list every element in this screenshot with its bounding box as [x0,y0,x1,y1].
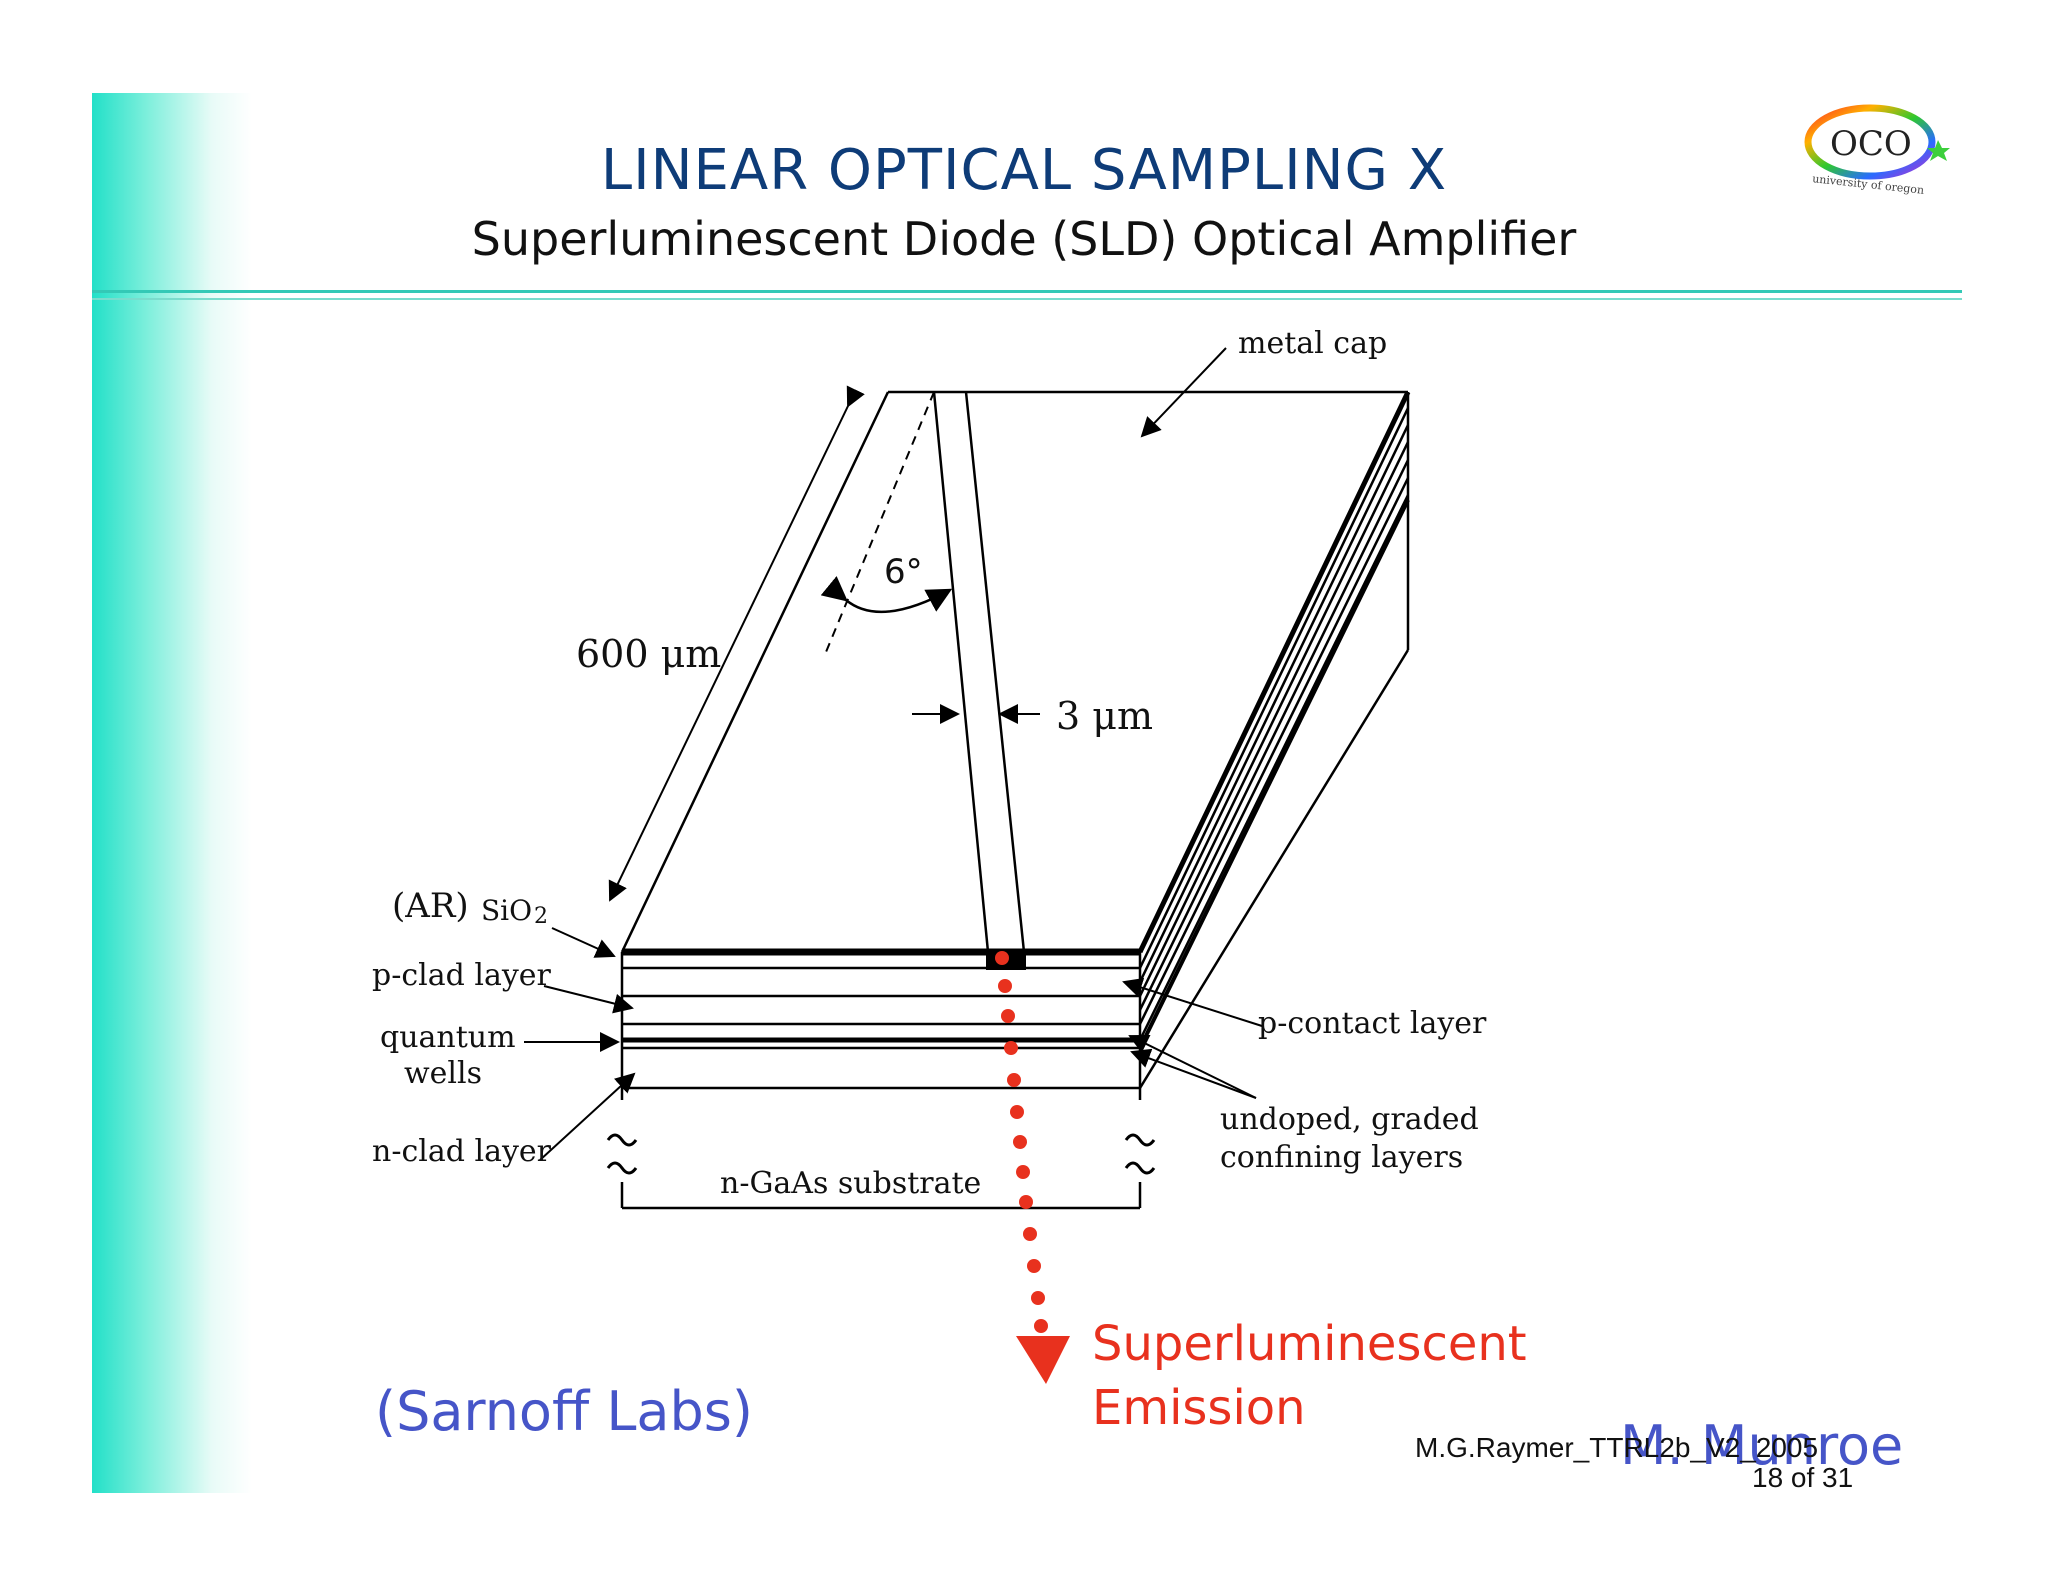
label-n-clad: n-clad layer [372,1134,552,1169]
label-length: 600 μm [576,632,722,676]
label-width: 3 μm [1056,694,1153,738]
label-p-clad: p-clad layer [372,958,551,993]
emission-arrow-icon [1016,1336,1070,1384]
slide-subtitle: Superluminescent Diode (SLD) Optical Amp… [471,212,1577,266]
label-angle: 6° [884,552,923,592]
credit-label: (Sarnoff Labs) [375,1380,753,1443]
emission-line-1: Superluminescent [1092,1316,1527,1372]
logo-text: OCO [1830,124,1912,164]
label-undoped: undoped, graded [1220,1102,1479,1137]
label-p-contact: p-contact layer [1258,1006,1487,1041]
label-metal-cap: metal cap [1238,326,1388,361]
oco-logo-icon [1804,104,1950,180]
label-sio2-sub: 2 [534,904,548,929]
label-confining: confining layers [1220,1140,1464,1175]
emission-label: Superluminescent Emission [1092,1312,1527,1440]
sidebar-gradient [92,93,252,1493]
label-sio2: SiO [481,894,533,927]
slide-title: LINEAR OPTICAL SAMPLING X [600,138,1448,203]
label-wells: wells [404,1056,483,1091]
title-divider [92,290,1962,293]
footer-text: M.G.Raymer_TTRL2b_V2_2005 [1415,1432,1819,1463]
label-substrate: n-GaAs substrate [720,1166,982,1201]
page-number: 18 of 31 [1752,1462,1854,1493]
label-ar: (AR) [392,886,469,926]
label-quantum: quantum [380,1020,516,1055]
emission-beam [995,951,1070,1384]
emission-line-2: Emission [1092,1380,1306,1436]
title-divider-secondary [92,298,1962,300]
author-label: M. Munroe [1620,1414,1904,1477]
